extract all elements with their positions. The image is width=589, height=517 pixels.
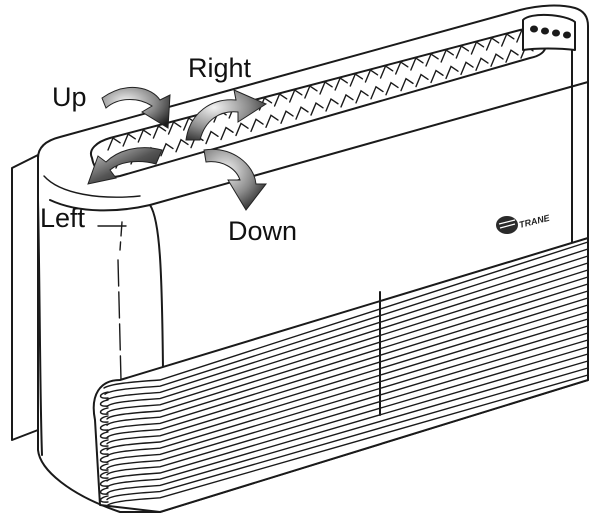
louver-vane: [395, 60, 409, 75]
curved-arrow-up-icon: [101, 86, 171, 129]
louver-vane: [455, 44, 470, 59]
label-left: Left: [40, 203, 86, 233]
louver-vane: [490, 53, 504, 67]
louver-vane: [137, 128, 152, 143]
control-panel: [522, 14, 576, 51]
grille-slat-end: [99, 407, 109, 415]
label-down: Down: [228, 216, 297, 246]
louver-vane: [265, 114, 279, 128]
louver-vane: [295, 106, 309, 120]
wall-plate: [11, 154, 39, 441]
louver-vane: [325, 97, 339, 112]
louver-vane: [220, 126, 234, 141]
grille-slat: [106, 360, 589, 495]
louver-vane: [304, 84, 318, 99]
louver-vane: [475, 57, 489, 71]
louver-vane: [235, 122, 249, 137]
louver-vane: [440, 48, 454, 63]
indicator-light: [552, 29, 560, 37]
curved-arrow-right-icon: [185, 89, 268, 141]
louver-vane: [355, 89, 369, 104]
louver-vane: [470, 40, 485, 55]
louver-vane: [122, 132, 136, 147]
louver-vane: [175, 138, 189, 153]
louver-vane: [460, 61, 474, 76]
louver-vane: [370, 85, 384, 100]
grille-slat: [106, 269, 589, 414]
grille-slat: [105, 255, 589, 402]
louver-vane: [379, 64, 394, 79]
louver-vane: [280, 110, 294, 124]
louver-vane: [334, 76, 348, 91]
indicator-light: [541, 27, 549, 35]
grille-slat: [106, 374, 589, 507]
grille-slat-end: [99, 455, 109, 463]
louver-vane: [425, 52, 439, 67]
grille-slat-end: [99, 447, 109, 455]
grille-slat-end: [99, 415, 109, 423]
louver-vane: [152, 124, 167, 139]
front-return-air-grille: [92, 237, 589, 513]
louver-vane: [485, 36, 500, 51]
louver-vane: [445, 65, 459, 80]
grille-slat: [103, 241, 589, 389]
indicator-light: [563, 31, 571, 39]
louver-vane: [364, 68, 379, 83]
louver-vane: [400, 77, 414, 92]
grille-slat-end: [99, 391, 109, 399]
louver-vane: [160, 142, 174, 157]
grille-slat: [106, 304, 589, 445]
grille-slat: [106, 311, 589, 451]
louver-vane: [410, 56, 424, 71]
grille-slat-end: [99, 399, 109, 407]
grille-slat: [106, 339, 589, 476]
indicator-light: [530, 25, 538, 33]
grille-slat: [106, 332, 589, 470]
louver-vane: [205, 130, 219, 145]
label-right: Right: [188, 53, 252, 83]
louver-vane: [415, 73, 429, 88]
louver-vane: [273, 92, 288, 107]
grille-slat-end: [99, 495, 109, 503]
grille-slat: [104, 248, 589, 395]
louver-vane: [310, 102, 324, 116]
grille-slat-end: [99, 439, 109, 447]
curved-arrow-down-icon: [203, 148, 268, 211]
grille-slat: [106, 297, 589, 439]
curved-arrow-left-icon: [87, 147, 163, 185]
grille-slat-end: [99, 471, 109, 479]
grille-slat: [106, 318, 589, 457]
louver-vane: [107, 136, 121, 151]
grille-slat: [106, 276, 589, 420]
grille-slat: [106, 367, 589, 501]
grille-slat: [106, 262, 589, 408]
label-up: Up: [52, 82, 87, 112]
grille-slat-end: [99, 479, 109, 487]
louver-vane: [289, 88, 303, 103]
grille-slat-end: [99, 423, 109, 431]
louver-vane: [167, 120, 182, 135]
grille-slat-end: [99, 463, 109, 471]
louver-vane: [349, 72, 364, 87]
grille-slat-end: [99, 487, 109, 495]
louver-vane: [505, 49, 519, 63]
trane-logo-mark: [496, 216, 518, 234]
louver-vane: [385, 81, 399, 96]
louver-vane: [501, 32, 515, 47]
louver-vane: [430, 69, 444, 84]
louver-vane: [319, 80, 333, 95]
grille-slat-end: [99, 431, 109, 439]
louver-vane: [340, 93, 354, 108]
louver-vane: [250, 118, 264, 133]
grille-slat: [106, 325, 589, 464]
